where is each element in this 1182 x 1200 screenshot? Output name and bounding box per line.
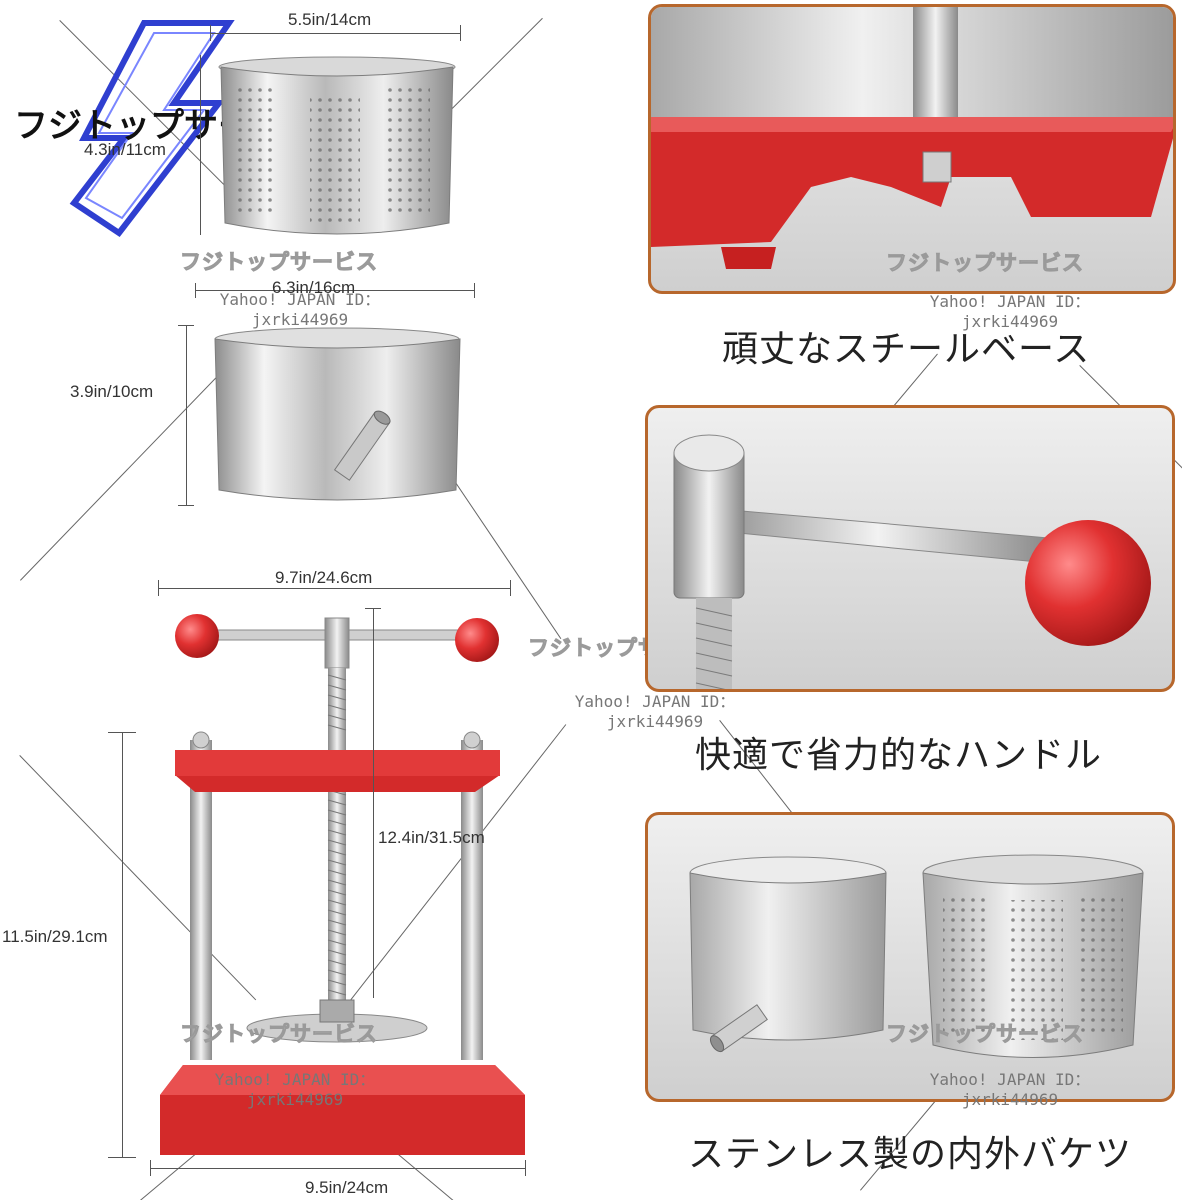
caption-buckets: ステンレス製の内外バケツ [688,1134,1133,1175]
dimension-tick [525,1160,526,1176]
handle-width-label: 9.7in/24.6cm [275,568,373,587]
watermark-yahoo-id: Yahoo! JAPAN ID： [929,292,1091,311]
logo-zigzag-icon [69,20,235,238]
dimension-line [195,290,475,291]
watermark-yahoo: Yahoo! JAPAN ID： jxrki44969 [200,290,400,330]
dimension-tick [210,25,211,41]
caption-steel-base: 頑丈なスチールベース [722,329,1091,370]
dimension-tick [108,732,136,733]
watermark-yahoo: Yahoo! JAPAN ID： jxrki44969 [555,692,755,732]
dimension-line [122,732,123,1157]
dimension-tick [460,25,461,41]
watermark-yahoo-id: Yahoo! JAPAN ID： [219,290,381,309]
dimension-tick [178,505,194,506]
bucket-height-label: 3.9in/10cm [70,382,154,401]
dimension-tick [195,283,196,298]
dimension-line [200,55,201,235]
screw-height-label: 12.4in/31.5cm [378,828,485,847]
watermark-yahoo-user: jxrki44969 [961,312,1059,331]
dimension-line [210,33,460,34]
feature-panel-buckets: フジトップサービス [645,812,1175,1102]
watermark-yahoo: Yahoo! JAPAN ID： jxrki44969 [910,292,1110,332]
dimension-line [158,588,511,589]
dimension-line [186,325,187,505]
dimension-tick [510,580,511,596]
watermark-yahoo-id: Yahoo! JAPAN ID： [574,692,736,711]
bucket-width-label: 6.3in/16cm [272,278,356,297]
watermark-brand: フジトップサービス [886,1022,1084,1047]
outer-bucket-image [210,325,465,550]
feature-panel-base: フジトップサービス [648,4,1176,294]
strainer-width-label: 5.5in/14cm [288,10,372,29]
fruit-press-image [155,600,530,1160]
dimension-tick [158,580,159,596]
watermark-yahoo-user: jxrki44969 [246,1090,344,1109]
watermark-yahoo-user: jxrki44969 [606,712,704,731]
watermark-yahoo: Yahoo! JAPAN ID： jxrki44969 [190,1070,400,1110]
watermark-yahoo-user: jxrki44969 [251,310,349,329]
dimension-tick [150,1160,151,1176]
dimension-line [373,608,374,998]
watermark-brand: フジトップサービス [180,250,378,275]
dimension-tick [178,325,194,326]
strainer-image [215,55,460,240]
dimension-tick [474,283,475,298]
watermark-yahoo: Yahoo! JAPAN ID： jxrki44969 [910,1070,1110,1110]
watermark-brand: フジトップサービス [180,1022,378,1047]
feature-panel-handle [645,405,1175,692]
dimension-tick [365,608,381,609]
watermark-yahoo-id: Yahoo! JAPAN ID： [214,1070,376,1089]
watermark-yahoo-id: Yahoo! JAPAN ID： [929,1070,1091,1089]
watermark-brand: フジトップサービス [886,251,1084,276]
frame-height-label: 11.5in/29.1cm [2,927,108,946]
caption-handle: 快適で省力的なハンドル [695,735,1103,776]
dimension-line [150,1168,525,1169]
strainer-height-label: 4.3in/11cm [84,140,166,159]
base-width-label: 9.5in/24cm [305,1178,389,1197]
dimension-tick [108,1157,136,1158]
watermark-yahoo-user: jxrki44969 [961,1090,1059,1109]
